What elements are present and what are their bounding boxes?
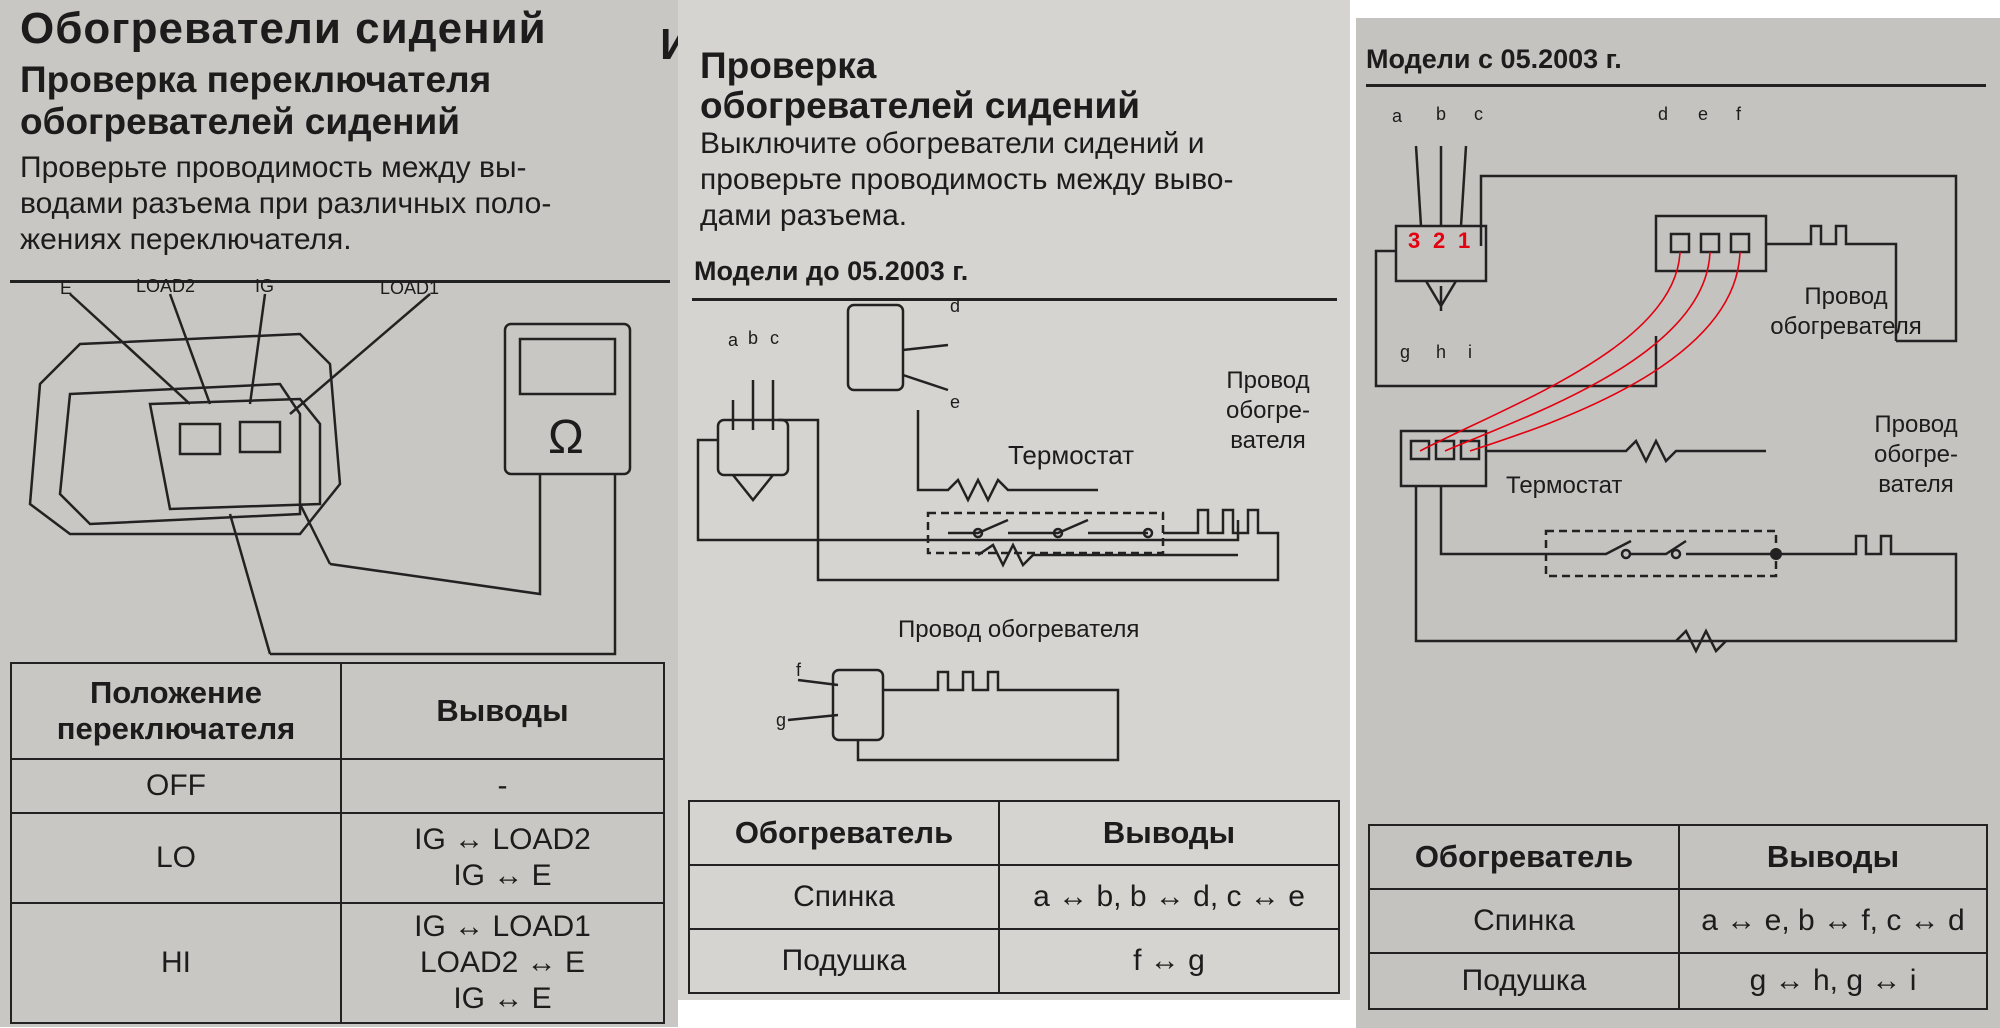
connector-de	[846, 303, 905, 392]
label-c: c	[770, 328, 779, 348]
models-title: Модели до 05.2003 г.	[694, 256, 969, 286]
thermostat-label: Термостат	[1506, 472, 1623, 499]
next-section-fragment: И	[660, 20, 678, 69]
probe-left	[228, 513, 272, 655]
switch-table: Положение переключателя Выводы OFF - LO …	[10, 662, 665, 1024]
ohm-icon: Ω	[548, 411, 584, 464]
heater-wire-label: Провод обогре- вателя	[1226, 367, 1310, 454]
label-c: c	[1474, 104, 1483, 124]
thermostat-label: Термостат	[1008, 440, 1135, 470]
label-b: b	[748, 328, 759, 348]
heater-loop-bottom	[856, 670, 1120, 762]
label-d: d	[950, 296, 961, 316]
table-header-position: Положение переключателя	[10, 662, 342, 760]
table-row: Спинка a ↔ e, b ↔ f, c ↔ d	[1368, 888, 1988, 954]
heater-table: Обогреватель Выводы Спинка a ↔ e, b ↔ f,…	[1368, 824, 1988, 1010]
label-g: g	[1400, 342, 1411, 362]
annotation-wires	[1419, 251, 1741, 452]
right-page: Модели с 05.2003 г.	[1356, 18, 2000, 1028]
heater-wire-top-label: Провод обогревателя	[1770, 283, 1922, 340]
heater-wire-bottom-label: Провод обогревателя	[898, 616, 1140, 643]
label-h: h	[1436, 342, 1447, 362]
section-rule	[10, 280, 670, 283]
label-i: i	[1468, 342, 1472, 362]
section-title-line2: обогревателей сидений	[700, 85, 1141, 126]
pin-number-1: 1	[1458, 228, 1471, 253]
label-a: a	[728, 330, 739, 350]
switch-body	[28, 332, 342, 536]
resistor-top	[916, 410, 1098, 503]
pin-number-3: 3	[1408, 228, 1421, 253]
table-header-heater: Обогреватель	[688, 800, 1000, 866]
label-e: e	[1698, 104, 1709, 124]
label-e: E	[60, 278, 73, 298]
meter-lead-1	[329, 474, 542, 596]
table-header-terminals: Выводы	[1678, 824, 1988, 890]
table-row: Подушка g ↔ h, g ↔ i	[1368, 952, 1988, 1010]
table-row: HI IG ↔ LOAD1 LOAD2 ↔ E IG ↔ E	[10, 902, 665, 1024]
left-page: Обогреватели сидений И Проверка переключ…	[0, 0, 678, 1027]
heater-table: Обогреватель Выводы Спинка a ↔ b, b ↔ d,…	[688, 800, 1340, 994]
section-title-line2: обогревателей сидений	[20, 101, 461, 142]
table-header-heater: Обогреватель	[1368, 824, 1680, 890]
label-load2: LOAD2	[136, 276, 196, 296]
table-header-terminals: Выводы	[998, 800, 1340, 866]
instruction-line2: водами разъема при различных поло-	[20, 187, 552, 220]
label-d: d	[1658, 104, 1669, 124]
middle-page: Проверка обогревателей сидений Выключите…	[678, 0, 1350, 1000]
table-row: Подушка f ↔ g	[688, 928, 1340, 994]
models-title: Модели с 05.2003 г.	[1366, 44, 1622, 74]
table-row: OFF -	[10, 758, 665, 814]
connector-fg	[831, 668, 885, 742]
switch-connector	[148, 397, 322, 511]
table-row: LO IG ↔ LOAD2 IG ↔ E	[10, 812, 665, 904]
table-header-terminals: Выводы	[340, 662, 665, 760]
page-title: Обогреватели сидений	[20, 4, 547, 53]
label-f: f	[1736, 104, 1742, 124]
label-a: a	[1392, 106, 1403, 126]
label-b: b	[1436, 104, 1447, 124]
switch-ohmmeter-diagram	[28, 293, 632, 656]
meter-lead-2	[270, 474, 617, 656]
wire-back	[696, 438, 1240, 542]
wiring-diagram-pre-2003	[696, 303, 1280, 762]
instruction-line3: дами разъема.	[700, 199, 908, 232]
section-rule	[1366, 84, 1986, 87]
heater-wire-label: Провод обогре- вателя	[1874, 411, 1958, 498]
instruction-line1: Выключите обогреватели сидений и	[700, 127, 1205, 160]
label-load1: LOAD1	[380, 278, 440, 298]
ohmmeter-body	[503, 322, 632, 476]
instruction-line1: Проверьте проводимость между вы-	[20, 151, 527, 184]
label-g: g	[776, 710, 787, 730]
section-title-line1: Проверка	[700, 45, 877, 86]
section-rule	[692, 298, 1337, 301]
instruction-line2: проверьте проводимость между выво-	[700, 163, 1234, 196]
section-title-line1: Проверка переключателя	[20, 59, 492, 100]
label-e: e	[950, 392, 961, 412]
instruction-line3: жениях переключателя.	[20, 223, 352, 256]
table-row: Спинка a ↔ b, b ↔ d, c ↔ e	[688, 864, 1340, 930]
wiring-diagram-post-2003	[1374, 145, 1958, 654]
label-f: f	[796, 660, 802, 680]
heater-wire-zigzag	[1163, 508, 1280, 582]
label-ig: IG	[255, 276, 275, 296]
probe-right	[298, 503, 332, 565]
pin-number-2: 2	[1433, 228, 1446, 253]
connector-ghi	[1399, 429, 1488, 488]
